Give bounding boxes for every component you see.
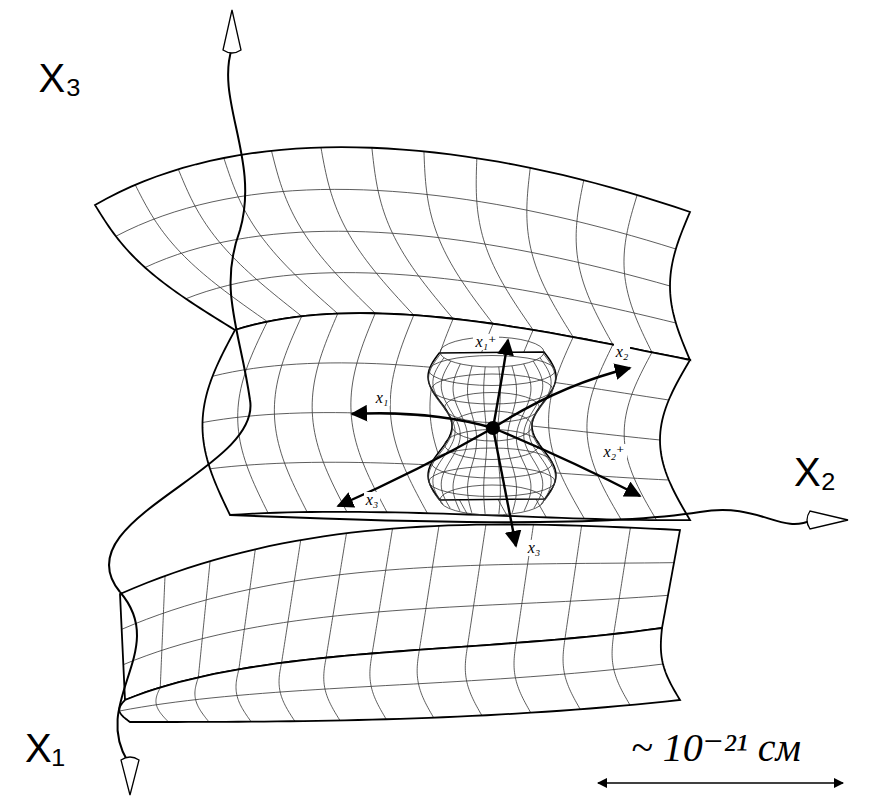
local-axis (493, 340, 508, 428)
axis-line (230, 510, 812, 524)
local-axes (338, 340, 640, 546)
grid-line (238, 322, 268, 513)
brane-surface (95, 147, 690, 722)
grid-line (186, 273, 676, 323)
grid-line (549, 337, 585, 519)
tube-line (441, 361, 460, 508)
axis-label: x₂ (614, 344, 631, 360)
local-axis (493, 368, 630, 428)
grid-line (122, 563, 674, 630)
scale-label: ~ 10⁻²¹ см (631, 728, 801, 768)
grid-line (419, 526, 439, 650)
axis-label: x₁⁺ (473, 334, 498, 350)
axis-label: X₁ (25, 728, 65, 768)
grid-line (614, 528, 631, 634)
grid-line (467, 525, 485, 647)
grid-line (271, 151, 375, 314)
grid-line (160, 576, 165, 688)
axis-label: x₃ (364, 492, 381, 508)
grid-line (372, 529, 392, 654)
grid-line (576, 180, 613, 344)
grid-line (527, 168, 573, 337)
grid-line (565, 526, 582, 639)
tube-line (532, 354, 556, 501)
tube-ring (429, 356, 555, 386)
tube-line (429, 354, 453, 501)
axis-line (117, 592, 137, 762)
local-axis (493, 428, 516, 546)
grid-line (135, 185, 267, 322)
surface-edge (119, 628, 680, 722)
grid-line (624, 195, 652, 352)
local-axis (338, 428, 493, 506)
axis-label: x₃ (526, 540, 543, 556)
tube-ring (432, 374, 553, 404)
grid-line (282, 540, 301, 663)
scale-bar (598, 782, 843, 784)
local-axis (352, 413, 493, 428)
surface-face (119, 628, 680, 722)
compact-dimension (428, 337, 556, 515)
grid-line (224, 158, 338, 314)
tube-line (516, 364, 531, 511)
tube-body (428, 352, 556, 500)
axis-cone (121, 757, 139, 795)
local-axis (493, 428, 640, 496)
tube-line (529, 358, 551, 505)
tube-line (524, 361, 543, 508)
big-axes (109, 48, 812, 762)
grid-line (145, 231, 670, 286)
axis-label: X₂ (794, 452, 836, 492)
grid-line (120, 664, 664, 711)
tube-line (507, 366, 516, 513)
grid-line (198, 561, 210, 677)
axis-cone (223, 10, 241, 53)
grid-line (116, 189, 676, 249)
axis-label: x₁ (374, 390, 391, 406)
axis-label: X₃ (39, 58, 82, 98)
point (486, 421, 500, 435)
grid-line (326, 533, 346, 657)
axis-cone (807, 511, 848, 529)
surface-edge (202, 313, 690, 520)
axis-label: x₂⁺ (601, 444, 626, 460)
grid-line (372, 148, 453, 319)
surface-face (202, 313, 690, 520)
tube-line (484, 367, 487, 514)
grid-line (239, 549, 255, 669)
axis-cones (121, 10, 848, 795)
axis-line (109, 48, 251, 592)
tube-ring (452, 411, 532, 441)
grid-line (203, 413, 661, 440)
